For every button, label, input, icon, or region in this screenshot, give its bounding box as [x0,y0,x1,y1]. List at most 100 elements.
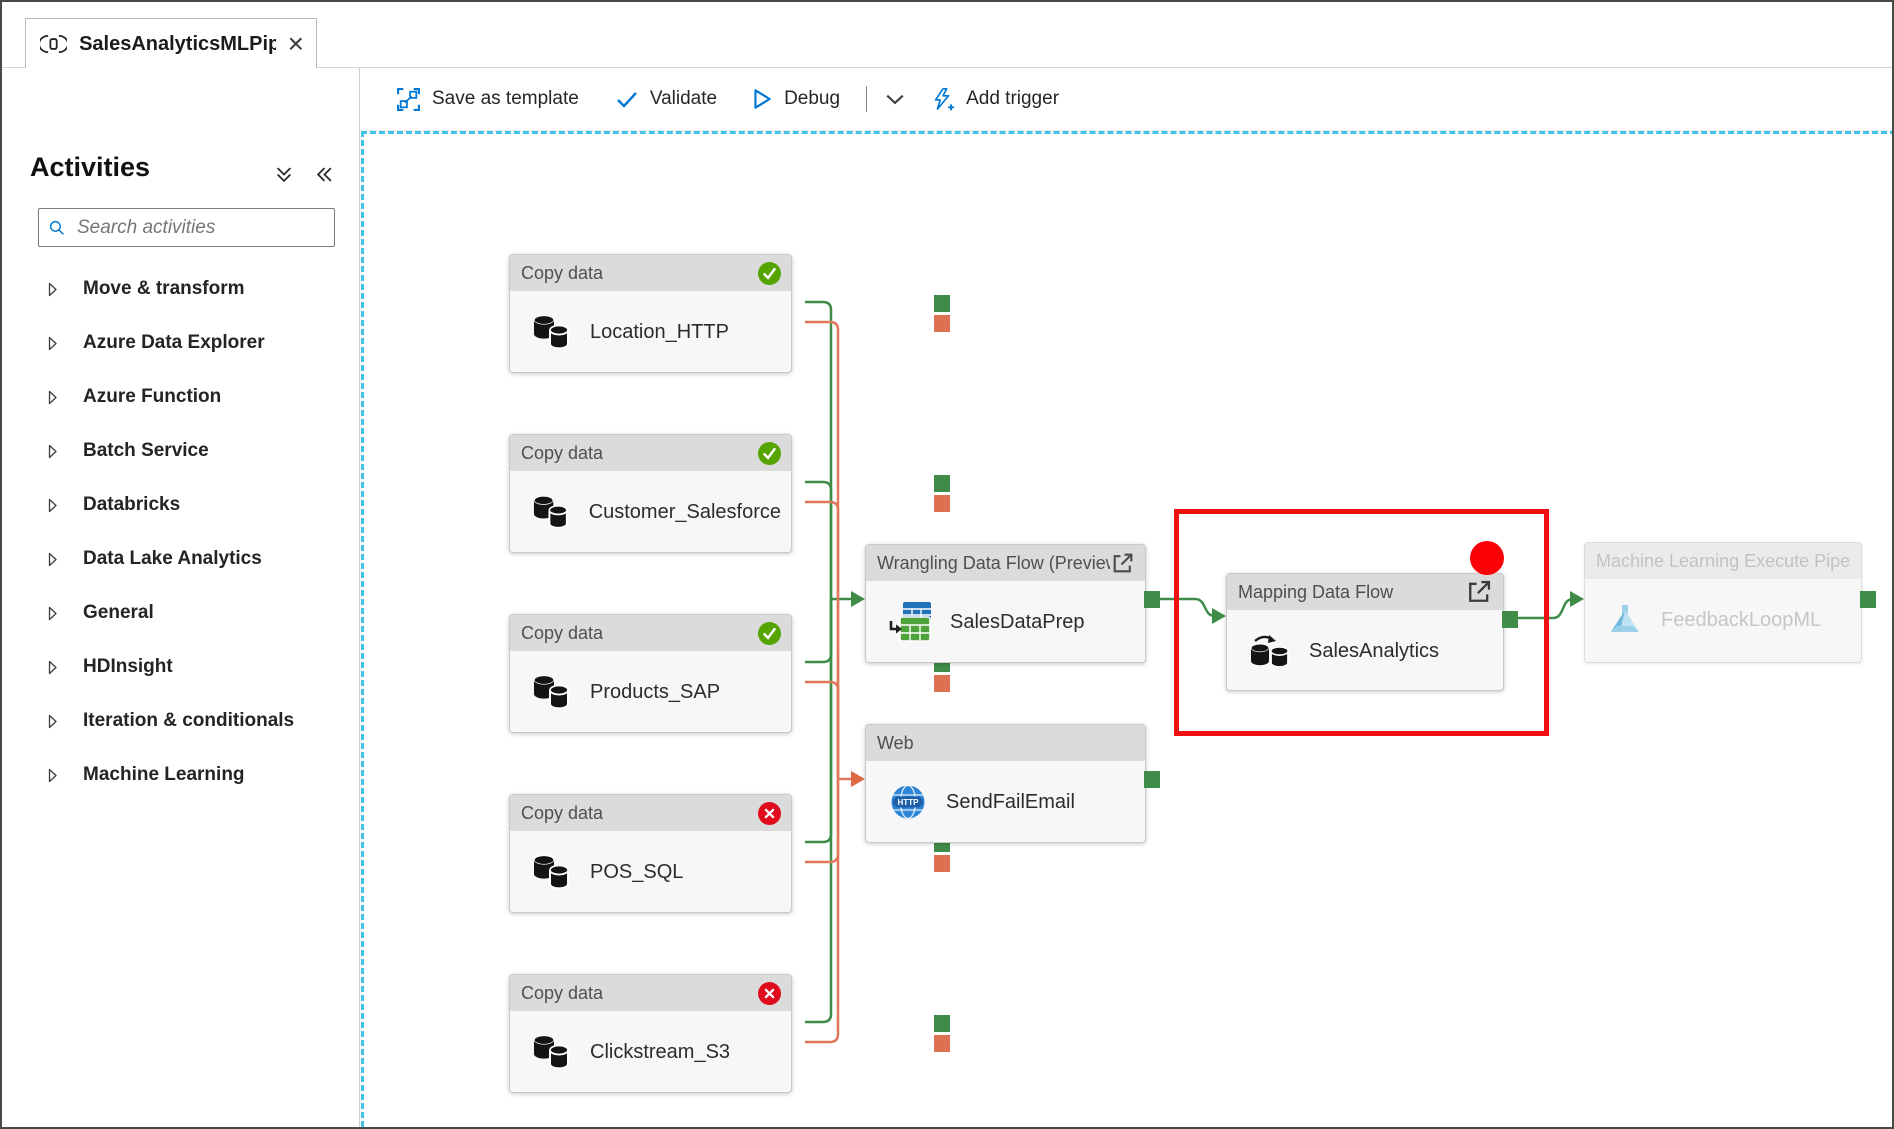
sidebar-item-label: Azure Function [83,386,222,407]
sidebar-item-hdinsight[interactable]: HDInsight [2,640,359,694]
toolbar-divider [866,86,868,112]
validate-label: Validate [649,88,718,109]
node-type-label: Copy data [521,982,604,1003]
activity-node-location-http[interactable]: Copy data Location_HTTP [509,254,950,373]
activity-node-feedbackloopml[interactable]: Machine Learning Execute Pipeline Feedba… [1584,542,1876,663]
activity-node-clickstream-s3[interactable]: Copy data Clickstream_S3 [509,974,950,1093]
copy-data-icon [533,314,569,350]
add-trigger-label: Add trigger [966,88,1060,109]
output-port[interactable] [1860,591,1876,608]
chevron-right-icon [48,282,57,296]
sidebar-item-general[interactable]: General [2,586,359,640]
chevron-right-icon [48,498,57,512]
sidebar-item-iteration-conditionals[interactable]: Iteration & conditionals [2,694,359,748]
search-box [38,208,335,247]
save-as-template-button[interactable]: Save as template [396,87,579,112]
copy-data-icon [533,1034,569,1070]
node-type-label: Web [877,732,914,753]
status-badge [758,261,781,285]
status-badge [758,801,781,825]
success-check-icon [763,627,776,640]
activity-name: SalesAnalytics [1309,639,1440,662]
collapse-all-icon[interactable] [274,166,294,183]
search-icon [49,220,64,235]
success-output-port[interactable] [934,295,950,312]
http-label: HTTP [898,798,920,807]
add-trigger-button[interactable]: Add trigger [931,86,1059,112]
sidebar-item-label: HDInsight [83,656,173,677]
failure-output-port[interactable] [934,675,950,692]
activities-title: Activities [30,152,151,182]
activity-name: Location_HTTP [590,320,729,343]
activity-name: Clickstream_S3 [590,1040,731,1063]
tab-close-icon[interactable]: × [287,28,304,59]
output-port[interactable] [1502,611,1518,628]
sidebar-item-label: Batch Service [83,440,209,461]
sidebar-item-label: Databricks [83,494,181,515]
activity-name: SendFailEmail [946,790,1075,813]
activity-node-customer-salesforce[interactable]: Copy data Customer_Salesforce [509,434,950,553]
success-check-icon [763,447,776,460]
chevron-right-icon [48,660,57,674]
output-port[interactable] [1144,771,1160,788]
open-dataflow-icon[interactable] [1465,578,1493,606]
failure-output-port[interactable] [934,855,950,872]
node-type-label: Copy data [521,622,604,643]
sidebar-item-machine-learning[interactable]: Machine Learning [2,748,359,802]
sidebar-item-azure-function[interactable]: Azure Function [2,370,359,424]
failure-output-port[interactable] [934,495,950,512]
sidebar-item-label: General [83,602,154,623]
activity-name: FeedbackLoopML [1661,608,1822,631]
debug-options-chevron[interactable] [885,93,905,105]
activity-category-list: Move & transform Azure Data Explorer Azu… [2,262,359,802]
activity-node-pos-sql[interactable]: Copy data POS_SQL [509,794,950,913]
sidebar-item-databricks[interactable]: Databricks [2,478,359,532]
collapse-panel-icon[interactable] [316,166,333,183]
copy-data-icon [533,674,569,710]
sidebar-item-label: Azure Data Explorer [83,332,265,353]
lightning-bolt-icon [934,88,955,111]
open-dataflow-icon[interactable] [1110,551,1135,576]
chevron-right-icon [48,336,57,350]
tab-title: SalesAnalyticsMLPip... [79,32,276,55]
sidebar-item-label: Move & transform [83,278,245,299]
node-type-label: Mapping Data Flow [1238,581,1394,602]
output-port[interactable] [1144,591,1160,608]
status-badge [758,981,781,1005]
chevron-right-icon [48,768,57,782]
sidebar-item-move-transform[interactable]: Move & transform [2,262,359,316]
save-as-template-label: Save as template [432,88,579,109]
sidebar-item-azure-data-explorer[interactable]: Azure Data Explorer [2,316,359,370]
chevron-down-icon [886,94,904,105]
debug-button[interactable]: Debug [751,87,840,111]
pipeline-tab[interactable]: SalesAnalyticsMLPip... × [25,18,317,69]
node-type-label: Machine Learning Execute Pipeline [1596,550,1851,571]
activity-node-salesdataprep[interactable]: Wrangling Data Flow (Preview SalesDataPr… [865,544,1160,663]
debug-label: Debug [784,88,841,109]
activity-node-products-sap[interactable]: Copy data Products_SAP [509,614,950,733]
failure-output-port[interactable] [934,315,950,332]
sidebar-item-data-lake-analytics[interactable]: Data Lake Analytics [2,532,359,586]
sidebar-item-batch-service[interactable]: Batch Service [2,424,359,478]
activity-node-salesanalytics[interactable]: Mapping Data Flow SalesAnalytics [1226,573,1518,691]
failure-output-port[interactable] [934,1035,950,1052]
chevron-right-icon [48,552,57,566]
success-output-port[interactable] [934,475,950,492]
status-badge [758,621,781,645]
copy-data-icon [533,495,568,529]
status-badge [758,441,781,465]
node-type-label: Wrangling Data Flow (Preview [877,552,1110,573]
validate-button[interactable]: Validate [615,88,717,110]
pipeline-canvas[interactable]: Copy data Location_HTTP Copy data [361,131,1892,1127]
activity-name: SalesDataPrep [950,610,1085,633]
mapping-dataflow-icon [1250,635,1289,668]
success-output-port[interactable] [934,1015,950,1032]
activity-node-sendfailemail[interactable]: Web HTTP SendFailEmail [865,724,1160,843]
machine-learning-icon [1611,605,1639,632]
node-type-label: Copy data [521,262,604,283]
success-check-icon [763,267,776,280]
search-input[interactable] [75,215,324,240]
pipeline-icon [40,34,68,54]
template-icon [397,87,420,111]
